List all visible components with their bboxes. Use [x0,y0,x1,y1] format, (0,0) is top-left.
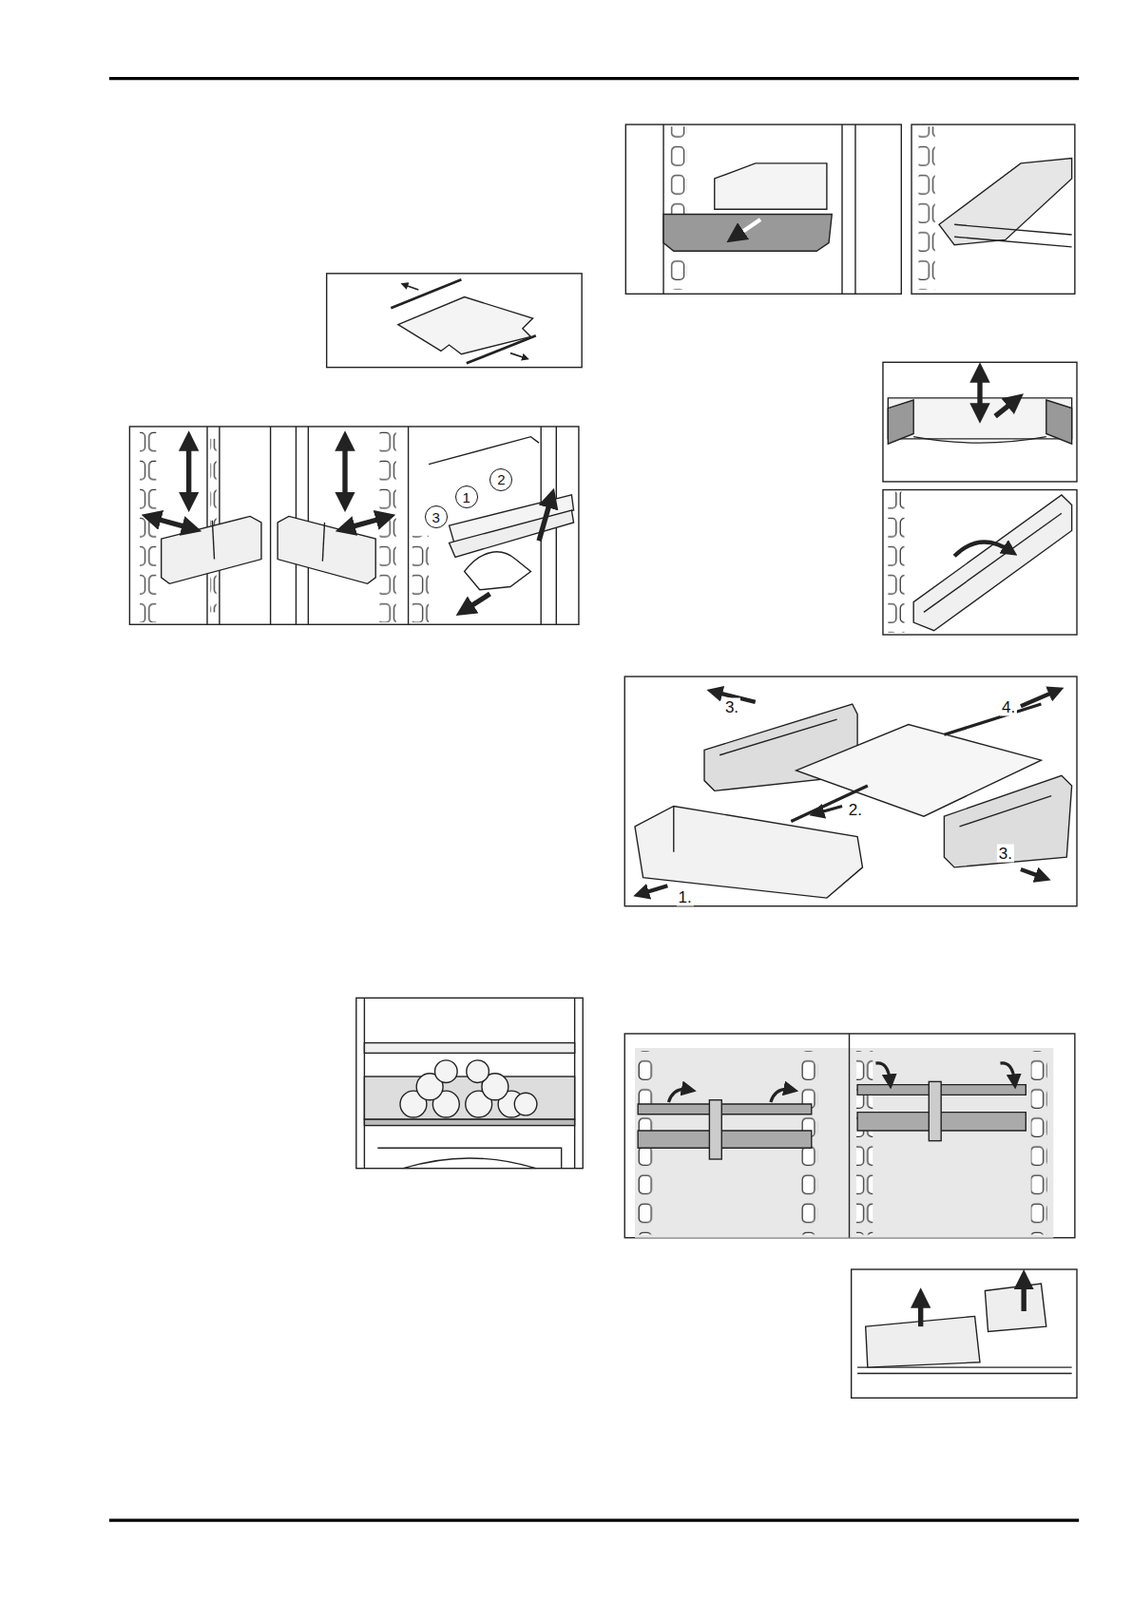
step-number: 1. [676,887,694,906]
illustration-part [999,1063,1015,1083]
illustration-part [510,353,526,359]
illustration-part [887,492,904,634]
illustration-part [151,518,192,530]
illustration-part [466,335,537,364]
illustration-part [637,1131,812,1149]
illustration-part [129,124,1077,1399]
illustration-part [624,676,1077,907]
illustration-part [954,236,1073,248]
illustration-part [634,1048,1054,1239]
illustration-part [734,219,761,237]
illustration-part [662,124,664,294]
illustration-part [851,1269,1077,1399]
illustration-part [464,594,491,611]
illustration-part [345,518,386,530]
illustration-part [984,1284,1046,1332]
illustration-part [390,279,461,308]
illustration-part [640,885,668,895]
callout-number: 1 [455,485,479,509]
illustration-part [109,1519,1079,1523]
illustration-part [857,1373,1073,1375]
illustration-part [1020,1280,1026,1312]
illustration-part [625,124,902,294]
illustration-part [186,441,192,502]
illustration-part [816,805,843,814]
illustration-part [377,1148,561,1169]
illustration-part [770,1089,791,1102]
step-number: 2. [846,800,864,819]
illustration-part [854,124,856,294]
illustration-part [538,498,552,541]
illustration-part [637,1104,812,1115]
illustration-part [671,126,688,290]
illustration-part [882,362,1077,482]
illustration-part [211,520,214,560]
illustration-part [364,1119,575,1126]
illustration-part [959,796,1053,827]
illustration-part [514,1093,538,1116]
illustration-part [841,124,843,294]
illustration-part [400,1060,538,1118]
illustration-part [449,510,575,557]
step-number: 4. [999,698,1017,717]
illustration-part [356,997,583,1169]
illustration-part [129,426,579,625]
illustration-part [342,441,347,502]
illustration-part [672,805,674,852]
illustration-part [434,1060,458,1084]
illustration-part [634,805,863,899]
illustration-part [943,704,1041,735]
illustration-part [939,157,1073,245]
illustration-part [206,426,208,625]
illustration-part [364,1076,575,1120]
illustration-part [139,428,156,623]
illustration-part [663,214,832,252]
illustration-part [995,400,1016,417]
illustration-part [977,372,982,414]
illustration-part [412,536,429,623]
illustration-part [719,719,838,756]
illustration-part [913,437,1047,443]
illustration-part [790,786,868,823]
illustration-part [1031,1051,1048,1235]
illustration-part [954,224,1073,235]
illustration-part [364,1043,575,1055]
illustration-part [856,1051,873,1235]
illustration-part [322,522,325,562]
illustration-part [668,1089,689,1102]
illustration-part [407,426,409,625]
illustration-part [466,1060,490,1084]
illustration-part [624,1034,1075,1239]
illustration-part [923,513,1062,613]
illustration-part [1020,869,1044,879]
illustration-part [882,490,1077,635]
illustration-part [109,76,1079,80]
illustration-part [848,1034,850,1239]
illustration-part [403,285,419,290]
callout-number: 2 [489,468,513,492]
illustration-part [1020,690,1057,707]
step-number: 3. [997,844,1015,863]
illustration-part [709,1100,722,1160]
step-number: 3. [723,698,741,717]
illustration-part [875,1063,890,1083]
illustration-part [913,495,1072,632]
illustration-part [380,428,397,623]
illustration-part [428,437,539,465]
callout-number: 3 [424,505,448,529]
illustration-part [402,1158,537,1170]
illustration-part [943,775,1072,868]
illustration-part [928,1081,941,1141]
illustration-part [326,273,582,368]
illustration-part [919,126,936,290]
illustration-part [954,541,1011,557]
illustration-part [918,1298,923,1327]
illustration-part [269,426,271,625]
illustration-part [714,163,827,210]
illustration-part [911,124,1075,294]
illustration-part [464,552,532,591]
